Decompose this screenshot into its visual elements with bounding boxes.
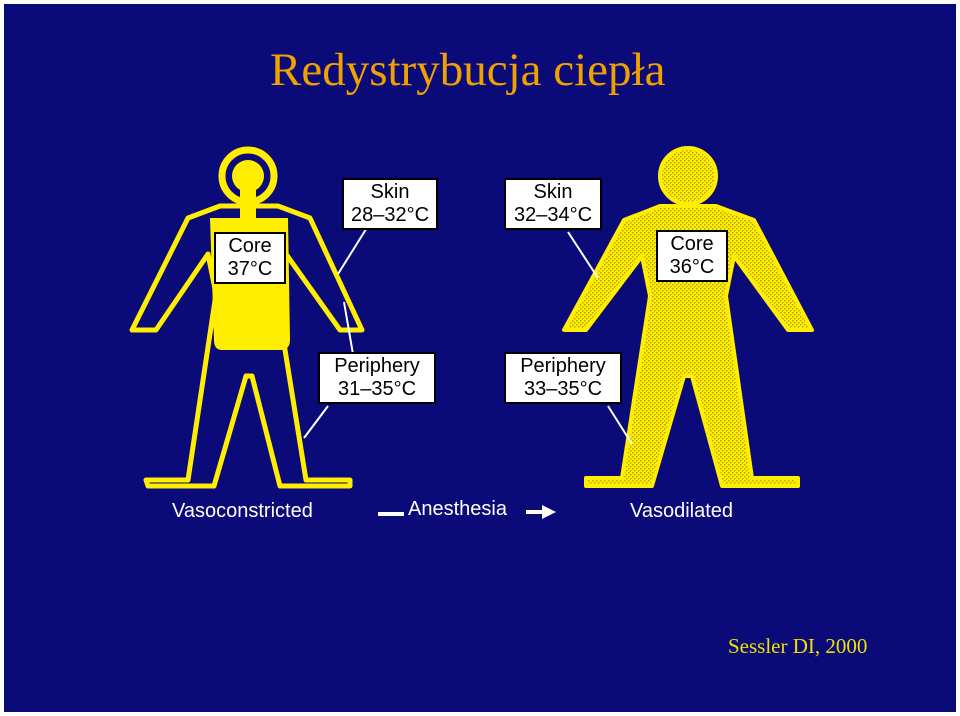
citation: Sessler DI, 2000 xyxy=(728,634,868,658)
vasodilated-body xyxy=(562,146,814,488)
left-body-outline xyxy=(129,203,365,489)
right-skin-temp: 32–34°C xyxy=(513,204,593,226)
right-skin-label-text: Skin xyxy=(533,181,573,203)
anesthesia-arrow-head xyxy=(542,505,556,519)
right-periphery-label: Periphery 33–35°C xyxy=(504,352,622,404)
left-skin-label: Skin 28–32°C xyxy=(342,178,438,230)
body-figures-svg xyxy=(129,146,814,489)
vasoconstricted-body xyxy=(129,146,369,489)
slide: Redystrybucja ciepła xyxy=(4,4,956,712)
right-head xyxy=(658,146,718,206)
anesthesia-arrow-tail xyxy=(378,512,404,516)
right-body xyxy=(562,204,814,488)
left-skin-leader-2 xyxy=(343,301,355,361)
left-head-core xyxy=(232,160,264,192)
left-periphery-temp: 31–35°C xyxy=(337,378,417,400)
slide-title: Redystrybucja ciepła xyxy=(270,44,666,96)
left-periphery-label-text: Periphery xyxy=(334,355,420,377)
anesthesia-caption: Anesthesia xyxy=(408,498,507,520)
right-periphery-label-text: Periphery xyxy=(520,355,606,377)
vasoconstricted-caption: Vasoconstricted xyxy=(172,500,313,522)
anesthesia-arrow-shaft xyxy=(526,510,542,514)
right-skin-leader xyxy=(567,231,599,279)
left-skin-label-text: Skin xyxy=(370,181,410,203)
left-core-label-text: Core xyxy=(228,235,272,257)
right-core-label-text: Core xyxy=(670,233,714,255)
right-core-label: Core 36°C xyxy=(656,230,728,282)
right-skin-label: Skin 32–34°C xyxy=(504,178,602,230)
vasodilated-caption: Vasodilated xyxy=(630,500,734,522)
right-periphery-temp: 33–35°C xyxy=(523,378,603,400)
left-skin-leader xyxy=(337,225,369,275)
left-core-temp: 37°C xyxy=(227,258,273,280)
left-core-label: Core 37°C xyxy=(214,232,286,284)
heat-redistribution-figure: Core 37°C Skin 28–32°C Periphery 31–35°C… xyxy=(128,144,818,534)
right-core-temp: 36°C xyxy=(669,256,715,278)
left-periphery-leader xyxy=(303,405,329,439)
left-periphery-label: Periphery 31–35°C xyxy=(318,352,436,404)
left-skin-temp: 28–32°C xyxy=(350,204,430,226)
right-periphery-leader xyxy=(607,405,633,445)
